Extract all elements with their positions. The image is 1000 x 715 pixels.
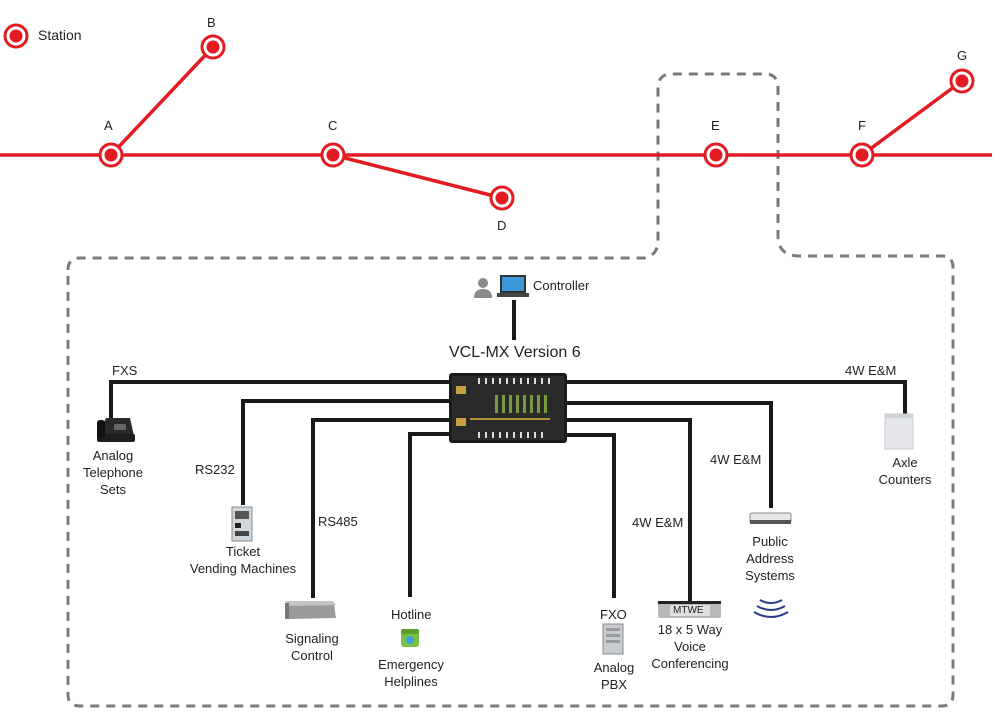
station-label-c: C [328,118,338,133]
axle-interface-label: 4W E&M [845,363,897,378]
user-icon [474,278,492,298]
axle-counter-icon[interactable] [884,413,914,450]
controller-label: Controller [533,278,590,293]
wire-fxs [109,380,450,418]
branch-f-g [860,79,964,157]
conference-unit-icon[interactable] [658,601,721,618]
fxo-label: FXO [600,607,627,622]
signal-name: Signaling Control [285,631,339,663]
station-f[interactable] [849,142,875,168]
station-legend-icon [3,23,29,49]
hotline-name: Emergency Helplines [378,657,444,689]
wire-pa [565,401,773,508]
wire-axle [565,380,907,414]
pa-interface-label: 4W E&M [710,452,762,467]
station-label-d: D [497,218,507,233]
rs485-label: RS485 [318,514,358,529]
pbx-name: Analog PBX [593,660,635,692]
phone-name: Analog Telephone Sets [83,448,143,497]
device-label: VCL-MX Version 6 [449,344,581,361]
ticket-name: Ticket Vending Machines [189,544,297,576]
rs232-label: RS232 [195,462,235,477]
station-label-f: F [858,118,866,133]
sound-waves-icon [753,599,789,618]
pa-name: Public Address Systems [745,534,795,583]
rail-lines [0,45,992,200]
emergency-phone-icon[interactable] [401,629,419,647]
conf-interface-label: 4W E&M [632,515,684,530]
station-g[interactable] [949,68,975,94]
station-b[interactable] [200,34,226,60]
mtwe-badge: MTWE [673,605,704,616]
signaling-control-icon[interactable] [285,601,336,619]
branch-c-d [332,153,503,200]
station-label-e: E [711,118,720,133]
legend-label: Station [38,27,82,43]
wire-hotline [408,432,450,597]
wire-pbx [565,433,616,598]
axle-name: Axle Counters [878,455,932,487]
wire-conf [565,418,692,602]
station-c[interactable] [320,142,346,168]
pbx-server-icon[interactable] [602,623,624,655]
hotline-label: Hotline [391,607,432,622]
station-label-g: G [957,48,968,63]
station-label-b: B [207,15,216,30]
vcl-mx-device[interactable] [449,373,567,443]
ticket-machine-icon[interactable] [231,506,253,542]
station-d[interactable] [489,185,515,211]
wire-rs232 [241,399,450,505]
station-e[interactable] [703,142,729,168]
laptop-icon[interactable] [497,275,529,297]
wires [109,300,907,602]
station-label-a: A [104,118,113,133]
wire-rs485 [311,418,450,598]
conf-name: 18 x 5 Way Voice Conferencing [651,622,729,671]
fxs-label: FXS [112,363,138,378]
station-boundary [66,72,955,708]
branch-a-b [109,45,215,157]
station-a[interactable] [98,142,124,168]
pa-system-icon[interactable] [749,512,792,524]
telephone-icon[interactable] [97,418,135,442]
